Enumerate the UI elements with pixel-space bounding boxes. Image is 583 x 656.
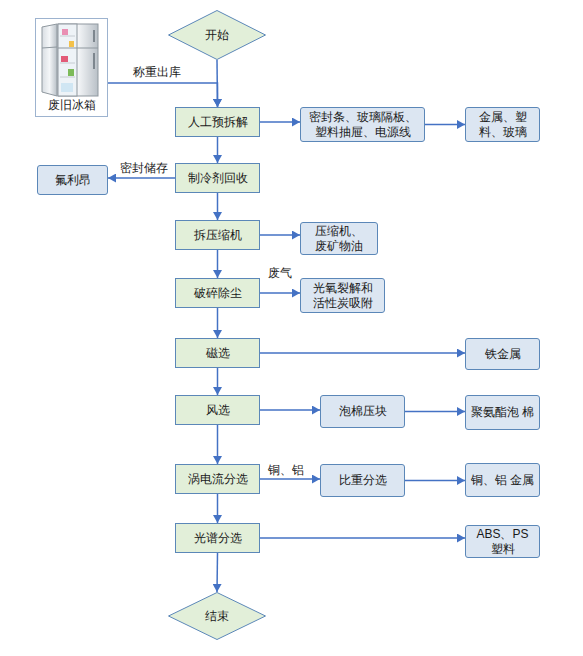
node-label: 聚氨酯泡 棉 [468, 405, 537, 420]
node-label: 人工预拆解 [185, 115, 251, 130]
output-box: 铁金属 [465, 338, 540, 370]
node-label: 泡棉压块 [336, 404, 390, 419]
node-label: 废旧冰箱 [45, 98, 99, 113]
flow-arrow [260, 121, 300, 123]
output-box: 光氧裂解和 活性炭吸附 [300, 278, 385, 313]
diamond-shape [169, 593, 266, 640]
flow-arrow [217, 193, 219, 220]
output-box: 密封条、玻璃隔板、 塑料抽屉、电源线 [300, 107, 425, 142]
node-label: 光氧裂解和 活性炭吸附 [301, 281, 384, 311]
flow-arrow [108, 177, 175, 179]
flow-arrow [108, 83, 218, 107]
node-label: 磁选 [203, 346, 233, 361]
flow-arrow [217, 308, 219, 338]
node-label: 比重分选 [336, 473, 390, 488]
node-label: 破碎除尘 [191, 286, 245, 301]
flow-arrow [260, 409, 320, 411]
flow-arrow [217, 137, 219, 163]
node-label: 风选 [203, 403, 233, 418]
output-box: ABS、PS 塑料 [465, 525, 540, 558]
flow-arrow [405, 480, 465, 482]
output-box: 铜、铝 金属 [465, 463, 540, 497]
process-box: 风选 [175, 395, 260, 425]
output-box: 氟利昂 [37, 165, 108, 195]
flow-arrow [260, 292, 300, 294]
node-label: 拆压缩机 [191, 228, 245, 243]
node-label: 氟利昂 [52, 173, 94, 188]
flow-arrow [260, 537, 465, 539]
picture-box: 废旧冰箱 [35, 18, 108, 117]
flow-arrow [425, 124, 465, 126]
node-label: 铁金属 [482, 347, 524, 362]
node-label: 光谱分选 [191, 531, 245, 546]
process-box: 制冷剂回收 [175, 163, 260, 193]
fridge-illustration [36, 21, 107, 99]
output-box: 比重分选 [320, 464, 405, 497]
edge-label: 废气 [268, 265, 292, 282]
output-box: 金属、塑 料、玻璃 [465, 107, 540, 142]
edge-label: 铜、铝 [268, 462, 304, 479]
edge-label: 称重出库 [133, 64, 181, 81]
process-box: 磁选 [175, 338, 260, 368]
process-box: 破碎除尘 [175, 278, 260, 308]
terminal-diamond: 开始 [168, 10, 266, 60]
node-label: 结束 [202, 609, 232, 624]
process-box: 拆压缩机 [175, 220, 260, 250]
output-box: 泡棉压块 [320, 395, 405, 428]
flow-arrow [216, 553, 218, 592]
flow-arrow [217, 368, 219, 395]
node-label: 密封条、玻璃隔板、 塑料抽屉、电源线 [301, 110, 424, 140]
flow-arrow [217, 494, 219, 523]
node-label: 制冷剂回收 [185, 171, 251, 186]
node-label: 压缩机、 废矿物油 [301, 224, 377, 254]
node-label: 铜、铝 金属 [468, 473, 537, 488]
node-label: 开始 [202, 28, 232, 43]
node-label: 涡电流分选 [185, 472, 251, 487]
flow-arrow [405, 411, 465, 413]
edge-label: 密封储存 [120, 160, 168, 177]
process-box: 光谱分选 [175, 523, 260, 553]
terminal-diamond: 结束 [168, 592, 266, 640]
flow-arrow [217, 425, 219, 464]
flow-arrow [260, 478, 320, 480]
output-box: 压缩机、 废矿物油 [300, 222, 378, 255]
process-box: 涡电流分选 [175, 464, 260, 494]
flow-arrow [260, 352, 465, 354]
diamond-shape [169, 11, 266, 60]
flow-arrow [217, 250, 219, 278]
node-label: ABS、PS 塑料 [466, 527, 539, 557]
process-box: 人工预拆解 [175, 107, 260, 137]
flow-arrow [260, 234, 300, 236]
output-box: 聚氨酯泡 棉 [465, 395, 540, 430]
node-label: 金属、塑 料、玻璃 [466, 110, 539, 140]
